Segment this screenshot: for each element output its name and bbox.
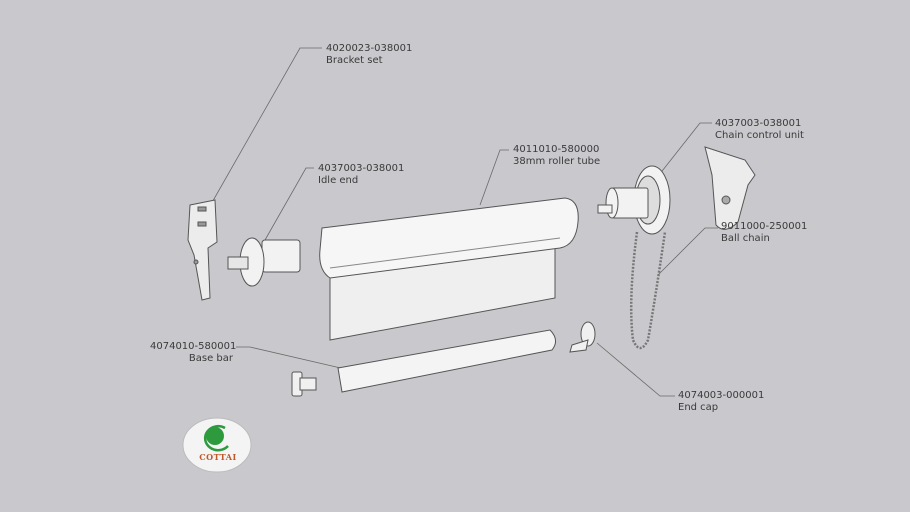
part-name: Idle end <box>318 175 359 186</box>
label-ball-chain: 9011000-250001 Ball chain <box>721 221 807 245</box>
label-base-bar: 4074010-580001 Base bar <box>150 341 237 365</box>
label-idle-end: 4037003-038001 Idle end <box>318 163 404 187</box>
bracket-right <box>704 146 756 230</box>
part-name: Chain control unit <box>715 130 804 141</box>
logo-text: COTTAI <box>199 452 237 462</box>
part-name: 38mm roller tube <box>513 156 601 167</box>
part-name: Base bar <box>188 353 233 364</box>
leader-base-bar <box>236 346 346 370</box>
chain-control-part <box>597 165 671 235</box>
part-number: 4011010-580000 <box>513 144 600 155</box>
cottai-logo <box>182 417 252 473</box>
leader-end-cap <box>596 342 675 397</box>
roller-tube-part <box>319 197 579 341</box>
bracket-left <box>187 199 218 301</box>
leader-idle-end <box>264 167 314 241</box>
label-bracket-set: 4020023-038001 Bracket set <box>326 43 412 67</box>
part-number: 4037003-038001 <box>715 118 802 129</box>
base-bar-part <box>337 329 556 393</box>
end-cap-part <box>569 321 596 353</box>
part-number: 4074003-000001 <box>678 390 765 401</box>
part-name: End cap <box>678 402 719 413</box>
part-number: 4037003-038001 <box>318 163 405 174</box>
part-name: Bracket set <box>326 55 383 66</box>
base-bar-end-cap <box>291 371 317 397</box>
idle-end-part <box>227 237 301 287</box>
label-chain-control: 4037003-038001 Chain control unit <box>715 118 804 142</box>
label-roller-tube: 4011010-580000 38mm roller tube <box>513 144 600 168</box>
label-end-cap: 4074003-000001 End cap <box>678 390 764 414</box>
leader-lines <box>209 47 718 397</box>
leader-ball-chain <box>657 227 718 276</box>
part-number: 4020023-038001 <box>326 43 413 54</box>
leader-bracket-set <box>209 47 322 207</box>
leader-roller-tube <box>479 149 509 206</box>
part-number: 4074010-580001 <box>150 341 237 352</box>
ball-chain-part <box>629 231 667 350</box>
part-number: 9011000-250001 <box>721 221 808 232</box>
part-name: Ball chain <box>721 233 770 244</box>
leader-chain-control <box>654 122 712 181</box>
globe-icon <box>206 427 224 445</box>
